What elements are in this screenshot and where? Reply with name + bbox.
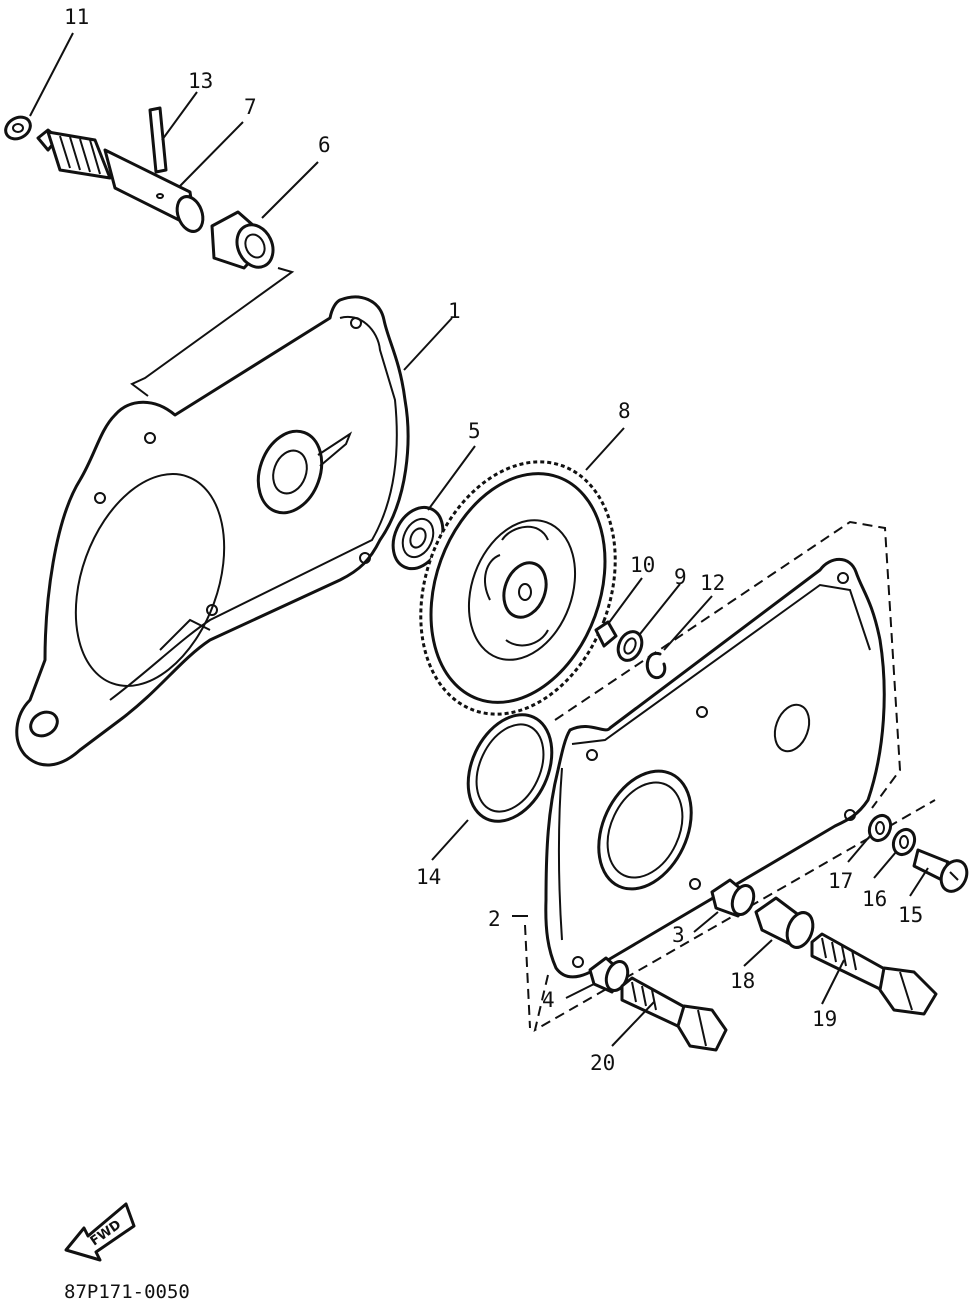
assembly-line-6-to-1 xyxy=(130,267,295,397)
part-4-dowel xyxy=(588,956,630,994)
callout-5: 5 xyxy=(468,419,481,443)
part-6-bushing xyxy=(210,210,275,270)
part-13-pin xyxy=(148,106,168,174)
fwd-direction-arrow: FWD xyxy=(64,1202,136,1262)
callout-15: 15 xyxy=(898,903,923,927)
callout-16: 16 xyxy=(862,887,887,911)
callout-4: 4 xyxy=(542,988,555,1012)
callout-11: 11 xyxy=(64,5,89,29)
part-19-bolt xyxy=(810,932,938,1016)
part-20-bolt xyxy=(620,976,728,1052)
part-3-dowel xyxy=(710,878,756,918)
callout-6: 6 xyxy=(318,133,331,157)
callout-10: 10 xyxy=(630,553,655,577)
callout-3: 3 xyxy=(672,923,685,947)
callout-9: 9 xyxy=(674,565,687,589)
callout-8: 8 xyxy=(618,399,631,423)
leader-lines xyxy=(29,32,929,1047)
part-1-case-cover xyxy=(15,295,410,767)
part-8-gear xyxy=(419,460,617,716)
callout-13: 13 xyxy=(188,69,213,93)
part-2-gear-cover xyxy=(544,557,886,979)
part-10-key xyxy=(594,620,618,648)
callout-19: 19 xyxy=(812,1007,837,1031)
callout-14: 14 xyxy=(416,865,441,889)
callout-numbers: 11 13 7 6 1 5 8 10 9 12 14 2 3 4 18 19 2… xyxy=(64,5,923,1075)
part-18-collar xyxy=(754,896,815,949)
assembly-dashed-outline xyxy=(524,520,936,1033)
callout-17: 17 xyxy=(828,869,853,893)
callout-12: 12 xyxy=(700,571,725,595)
part-15-screw xyxy=(912,848,969,893)
part-11-washer xyxy=(4,115,32,141)
part-16-lock-washer xyxy=(891,827,917,857)
callout-18: 18 xyxy=(730,969,755,993)
part-9-washer xyxy=(616,630,644,662)
callout-2: 2 xyxy=(488,907,501,931)
part-14-o-ring xyxy=(466,713,554,823)
callout-1: 1 xyxy=(448,299,461,323)
diagram-code: 87P171-0050 xyxy=(64,1281,190,1303)
part-17-washer xyxy=(867,813,893,843)
part-7-worm-shaft xyxy=(36,128,205,233)
callout-7: 7 xyxy=(244,95,257,119)
callout-20: 20 xyxy=(590,1051,615,1075)
